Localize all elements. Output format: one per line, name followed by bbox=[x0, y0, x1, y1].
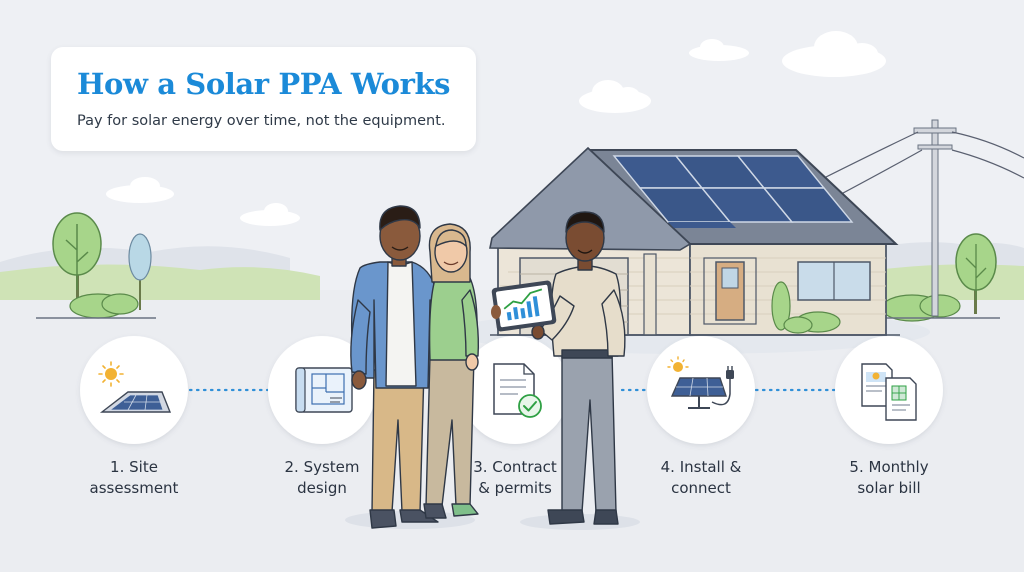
step-2-circle bbox=[268, 336, 376, 444]
cloud-icon bbox=[689, 39, 749, 61]
solar-bill-icon bbox=[861, 363, 917, 421]
step-5-circle bbox=[835, 336, 943, 444]
step-title-line2: & permits bbox=[478, 479, 552, 497]
step-title: Monthly bbox=[868, 458, 929, 476]
tree-icon bbox=[52, 212, 102, 312]
step-2-label: 2. System design bbox=[247, 457, 397, 499]
step-title: System bbox=[303, 458, 360, 476]
roof-sun-icon bbox=[98, 361, 172, 413]
roof-solar-array bbox=[612, 155, 854, 228]
cloud-icon bbox=[579, 80, 651, 113]
step-title: Install & bbox=[679, 458, 742, 476]
page-title: How a Solar PPA Works bbox=[77, 67, 451, 101]
page-subtitle: Pay for solar energy over time, not the … bbox=[77, 113, 446, 129]
step-title-line2: design bbox=[297, 479, 347, 497]
solar-panel-plug-icon bbox=[667, 356, 734, 409]
step-number: 2. bbox=[284, 458, 299, 476]
step-5-label: 5. Monthly solar bill bbox=[814, 457, 964, 499]
step-number: 5. bbox=[849, 458, 864, 476]
homeowner-woman bbox=[423, 223, 479, 519]
blueprint-icon bbox=[295, 367, 353, 413]
document-check-icon bbox=[493, 363, 542, 418]
title-card: How a Solar PPA Works Pay for solar ener… bbox=[51, 47, 476, 151]
step-title: Site bbox=[129, 458, 158, 476]
step-title-line2: assessment bbox=[89, 479, 179, 497]
installer bbox=[531, 211, 626, 525]
utility-pole-icon bbox=[819, 119, 1024, 317]
homeowner-man bbox=[350, 205, 439, 529]
step-number: 1. bbox=[110, 458, 125, 476]
bush-icon bbox=[69, 293, 139, 319]
step-3-circle bbox=[461, 336, 569, 444]
step-title: Contract bbox=[492, 458, 557, 476]
cloud-icon bbox=[240, 203, 300, 226]
house-illustration bbox=[450, 146, 930, 354]
step-number: 4. bbox=[660, 458, 675, 476]
step-title-line2: connect bbox=[671, 479, 731, 497]
cloud-icon bbox=[782, 31, 886, 77]
step-number: 3. bbox=[473, 458, 488, 476]
step-1-circle bbox=[80, 336, 188, 444]
step-1-label: 1. Site assessment bbox=[59, 457, 209, 499]
tree-icon bbox=[955, 233, 997, 314]
bush-icon bbox=[881, 294, 961, 322]
tablet-icon bbox=[491, 280, 557, 332]
step-title-line2: solar bill bbox=[857, 479, 921, 497]
step-3-label: 3. Contract & permits bbox=[440, 457, 590, 499]
step-4-circle bbox=[647, 336, 755, 444]
cloud-icon bbox=[106, 177, 174, 203]
step-4-label: 4. Install & connect bbox=[626, 457, 776, 499]
tree-icon bbox=[128, 233, 152, 310]
